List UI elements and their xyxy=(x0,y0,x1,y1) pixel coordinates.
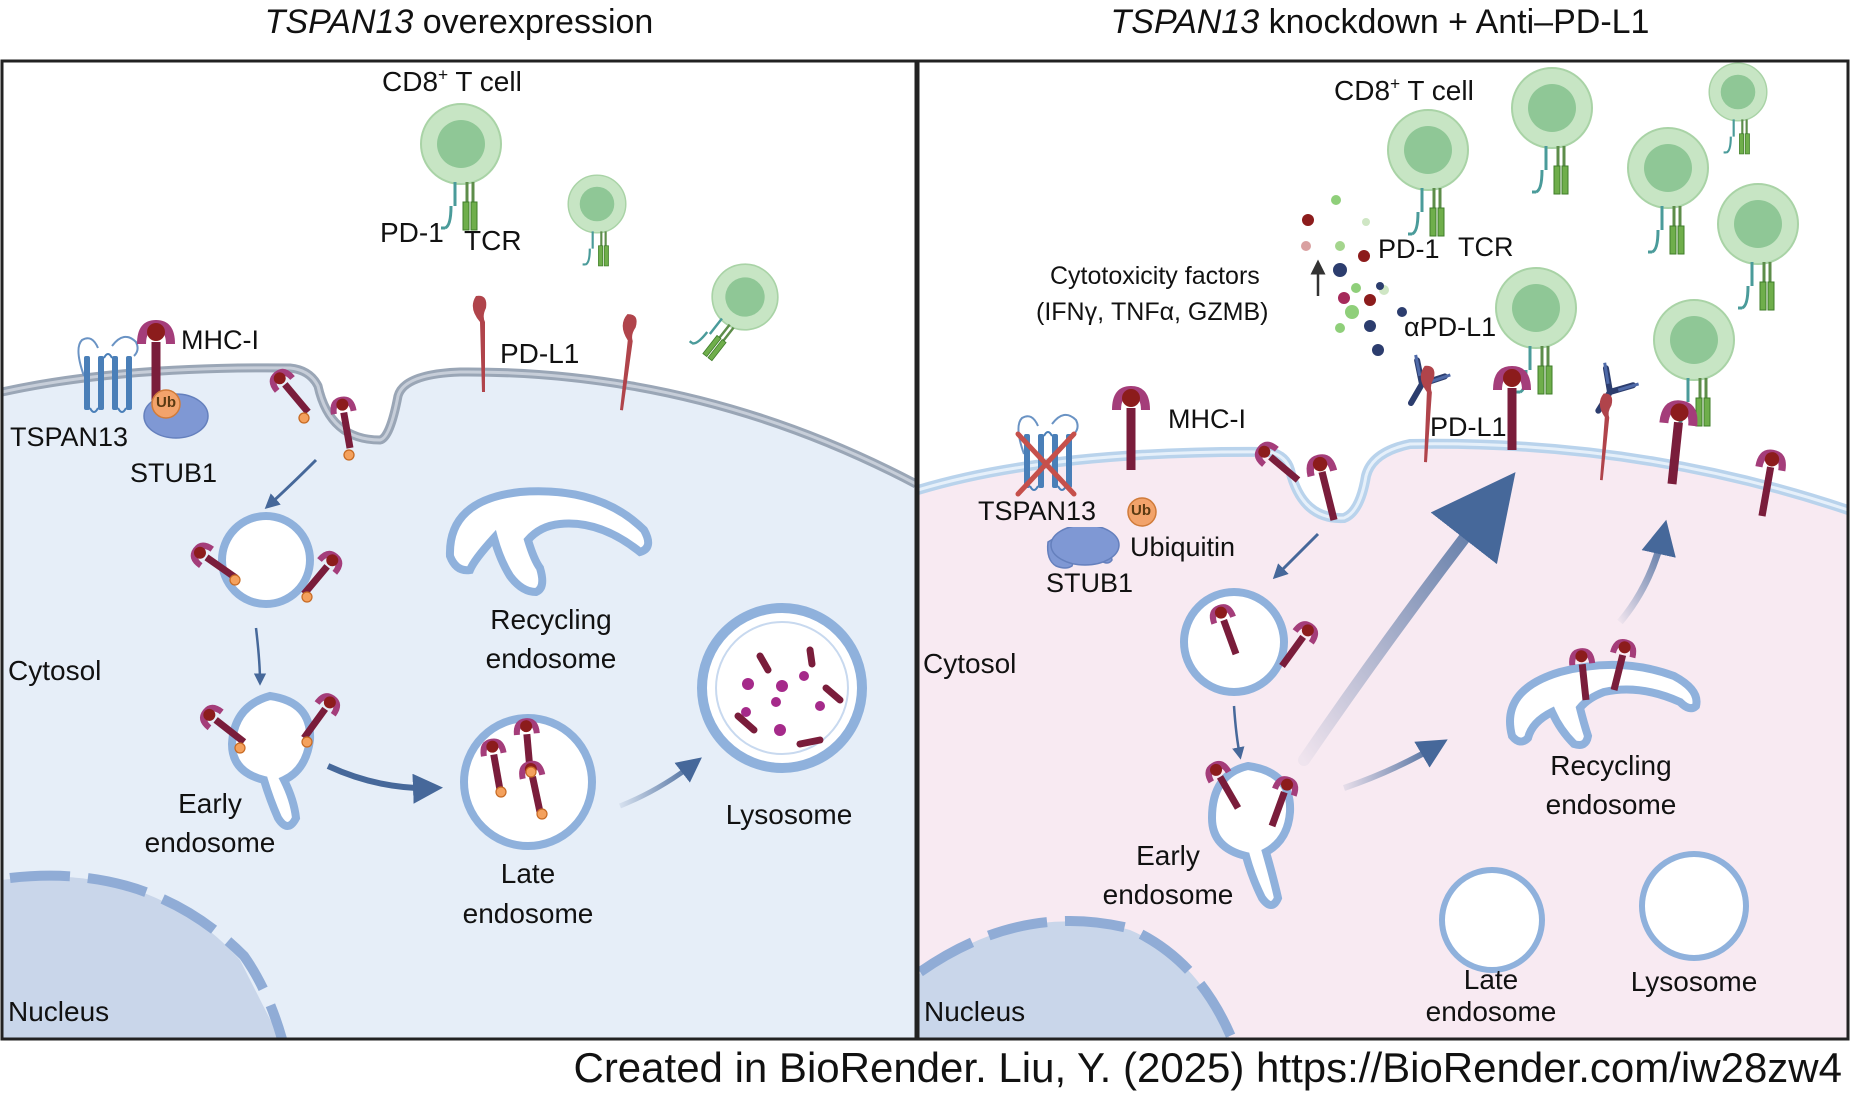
left-early-label-1: Early xyxy=(178,788,242,819)
right-pd1-label: PD-1 xyxy=(1378,234,1440,264)
right-panel xyxy=(918,61,1848,1039)
left-late-label-2: endosome xyxy=(462,898,594,929)
left-late-label-1: Late xyxy=(500,858,556,889)
right-pdl1-label: PD-L1 xyxy=(1430,412,1507,442)
right-lysosome-label: Lysosome xyxy=(1630,966,1758,997)
right-nucleus-label: Nucleus xyxy=(924,996,1026,1027)
right-cytosol-label: Cytosol xyxy=(923,648,1017,679)
right-ubiquitin-label: Ubiquitin xyxy=(1130,532,1236,562)
cytotoxicity-particles xyxy=(1301,195,1407,356)
right-ub-icon xyxy=(1127,497,1157,527)
left-nucleus-label: Nucleus xyxy=(8,996,110,1027)
credit-line: Created in BioRender. Liu, Y. (2025) htt… xyxy=(573,1044,1842,1091)
left-panel xyxy=(2,61,916,1039)
right-stub1-label: STUB1 xyxy=(1046,568,1134,598)
right-mhc-label: MHC-I xyxy=(1168,404,1246,434)
right-ub-label: Ub xyxy=(1131,502,1151,519)
right-recycling-label-1: Recycling xyxy=(1550,750,1672,781)
right-tcr-label: TCR xyxy=(1458,232,1514,262)
left-recycling-label-1: Recycling xyxy=(490,604,612,635)
left-pdl1-label: PD-L1 xyxy=(500,338,580,369)
right-late-endosome-icon xyxy=(1439,867,1545,973)
left-stub1-label: STUB1 xyxy=(130,458,218,488)
right-nucleus-icon xyxy=(918,921,1230,1039)
left-recycling-label-2: endosome xyxy=(485,643,617,674)
left-ub-label: Ub xyxy=(156,394,176,411)
right-late-label-1: Late xyxy=(1463,964,1519,995)
left-cd8-label: CD8+ T cell xyxy=(382,64,522,97)
left-panel-title: TSPAN13 overexpression xyxy=(264,3,654,41)
right-cell-cytosol xyxy=(918,443,1848,1039)
left-recycling-endosome-icon xyxy=(445,487,653,597)
left-cytosol-label: Cytosol xyxy=(8,655,102,686)
left-early-label-2: endosome xyxy=(144,827,276,858)
right-cyto-label-2: (IFNγ, TNFα, GZMB) xyxy=(1036,298,1269,326)
left-tcr-label: TCR xyxy=(464,225,522,256)
right-lysosome-icon xyxy=(1639,851,1749,961)
knockdown-x-icon xyxy=(1015,431,1077,497)
right-late-label-2: endosome xyxy=(1425,996,1557,1027)
left-mhc-label: MHC-I xyxy=(181,325,259,355)
left-lysosome-label: Lysosome xyxy=(725,799,853,830)
left-ub-icon xyxy=(151,389,181,419)
left-nucleus-icon xyxy=(2,876,280,1039)
right-apdl1-label: αPD-L1 xyxy=(1404,312,1497,342)
left-arrow-icon xyxy=(264,458,318,510)
right-cyto-label-1: Cytotoxicity factors xyxy=(1050,262,1260,290)
right-cd8-label: CD8+ T cell xyxy=(1334,73,1474,106)
left-tspan13-label: TSPAN13 xyxy=(10,422,129,452)
left-vesicle-icon xyxy=(218,512,314,608)
right-recycling-label-2: endosome xyxy=(1545,789,1677,820)
right-recycle-arrow xyxy=(1298,472,1516,766)
right-early-label-1: Early xyxy=(1136,840,1200,871)
right-panel-title: TSPAN13 knockdown + Anti–PD-L1 xyxy=(1110,3,1650,41)
right-tspan13-label: TSPAN13 xyxy=(978,496,1097,526)
left-pd1-label: PD-1 xyxy=(380,217,444,248)
right-early-label-2: endosome xyxy=(1102,879,1234,910)
